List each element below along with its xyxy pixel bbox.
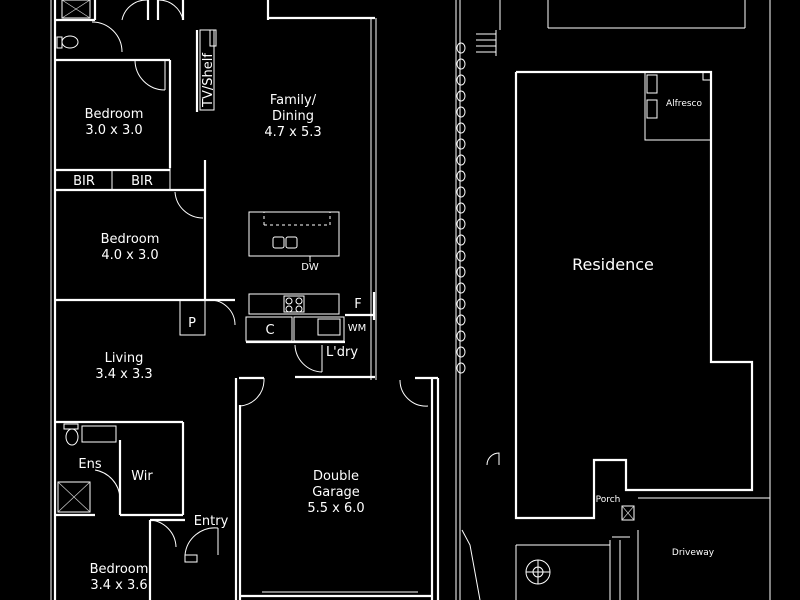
bir-label-1: BIR	[73, 174, 95, 189]
garage-size: 5.5 x 6.0	[307, 501, 364, 516]
hedge-shrub	[456, 90, 466, 102]
left-dwelling-walls	[50, 0, 440, 600]
garage-name-1: Double	[313, 469, 359, 484]
bedroom-upper-name: Bedroom	[85, 107, 144, 122]
hedge-shrub	[456, 106, 466, 118]
hedge-shrub	[456, 298, 466, 310]
hedge-shrub	[456, 186, 466, 198]
hedge-shrub	[456, 138, 466, 150]
hedge-shrub	[456, 154, 466, 166]
bedroom-lower-name: Bedroom	[90, 562, 149, 577]
ensuite-label: Ens	[78, 457, 101, 472]
stairs	[476, 30, 497, 56]
living-size: 3.4 x 3.3	[95, 367, 152, 382]
tree-symbol	[525, 559, 551, 585]
wir-label: Wir	[131, 469, 153, 484]
living-name: Living	[105, 351, 144, 366]
tv-shelf-label: TV/Shelf	[201, 53, 216, 108]
alfresco-label: Alfresco	[666, 99, 703, 109]
hedge-shrub	[456, 170, 466, 182]
hedge-shrub	[456, 42, 466, 54]
hedge-shrub	[456, 202, 466, 214]
hedge-shrub	[456, 362, 466, 374]
hedge-shrub	[456, 58, 466, 70]
porch-label: Porch	[596, 495, 621, 505]
room-labels: Family/ Dining 4.7 x 5.3 TV/Shelf Bedroo…	[73, 53, 715, 593]
laundry-label: L'dry	[326, 345, 358, 360]
hedge-shrub	[456, 282, 466, 294]
hedge-shrub	[456, 346, 466, 358]
hedge-row	[456, 42, 466, 374]
hedge-shrub	[456, 330, 466, 342]
residence-label: Residence	[572, 255, 654, 274]
bedroom-upper-size: 3.0 x 3.0	[85, 123, 142, 138]
right-dwelling-walls	[461, 0, 771, 600]
garage-name-2: Garage	[312, 485, 360, 500]
washing-machine-label: WM	[348, 323, 367, 334]
pantry-label: P	[188, 316, 196, 331]
family-dining-name-1: Family/	[270, 93, 317, 108]
family-dining-name-2: Dining	[272, 109, 314, 124]
hedge-shrub	[456, 218, 466, 230]
hedge-shrub	[456, 314, 466, 326]
family-dining-size: 4.7 x 5.3	[264, 125, 321, 140]
boundary-fence	[455, 0, 466, 600]
hedge-shrub	[456, 122, 466, 134]
bedroom-lower-size: 3.4 x 3.6	[90, 578, 147, 593]
fridge-label: F	[354, 297, 361, 312]
driveway-label: Driveway	[672, 548, 715, 558]
bir-label-2: BIR	[131, 174, 153, 189]
bedroom-middle-size: 4.0 x 3.0	[101, 248, 158, 263]
hedge-shrub	[456, 266, 466, 278]
hedge-shrub	[456, 250, 466, 262]
dishwasher-label: DW	[301, 262, 319, 273]
hedge-shrub	[456, 74, 466, 86]
entry-label: Entry	[194, 514, 229, 529]
bedroom-middle-name: Bedroom	[101, 232, 160, 247]
hedge-shrub	[456, 234, 466, 246]
cupboard-label: C	[265, 323, 274, 338]
